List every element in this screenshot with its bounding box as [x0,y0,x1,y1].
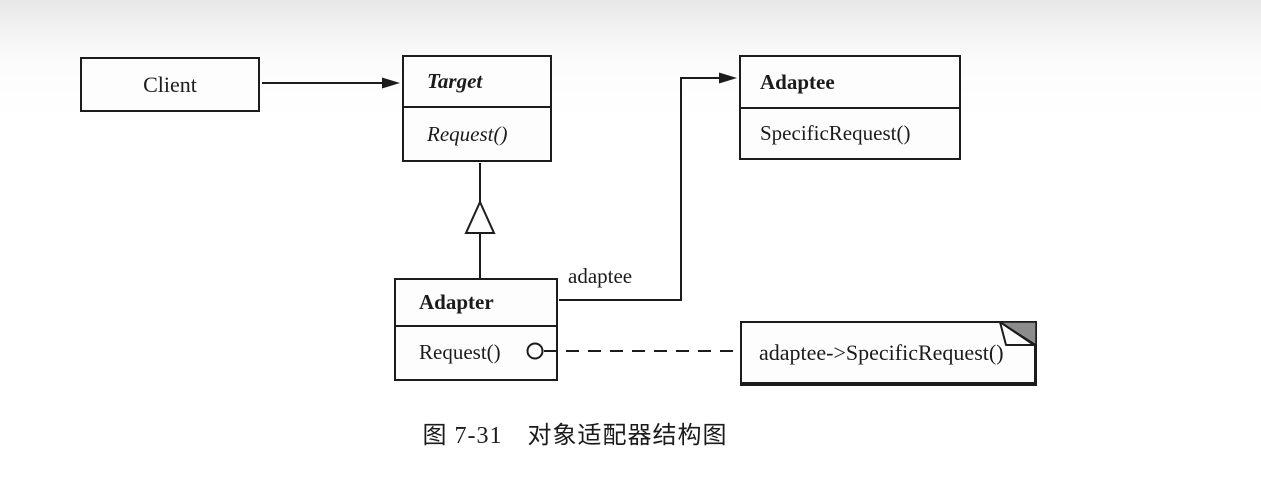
class-method-adaptee: SpecificRequest() [760,121,911,145]
class-name-target: Target [404,57,550,108]
class-method-adapter: Request() [419,339,501,364]
note-anchor-dashed-line [526,342,740,360]
uml-note: adaptee->SpecificRequest() [740,321,1037,386]
class-box-client: Client [80,57,260,112]
uml-note-text: adaptee->SpecificRequest() [759,339,1004,365]
class-name-adaptee: Adaptee [741,57,959,109]
association-role-label: adaptee [568,264,633,288]
class-name-client: Client [143,71,197,97]
arrow-client-to-target [262,77,400,89]
arrowhead-icon [719,72,737,84]
arrowhead-icon [382,77,400,89]
hollow-triangle-icon [464,199,496,234]
class-box-target: Target Request() [402,55,552,162]
class-box-adaptee: Adaptee SpecificRequest() [739,55,961,160]
class-method-target: Request() [427,121,508,146]
class-name-adapter: Adapter [396,280,556,327]
generalization-adapter-to-target [464,163,496,279]
class-box-adapter: Adapter Request() [394,278,558,381]
figure-caption: 图 7-31 对象适配器结构图 [422,423,728,449]
